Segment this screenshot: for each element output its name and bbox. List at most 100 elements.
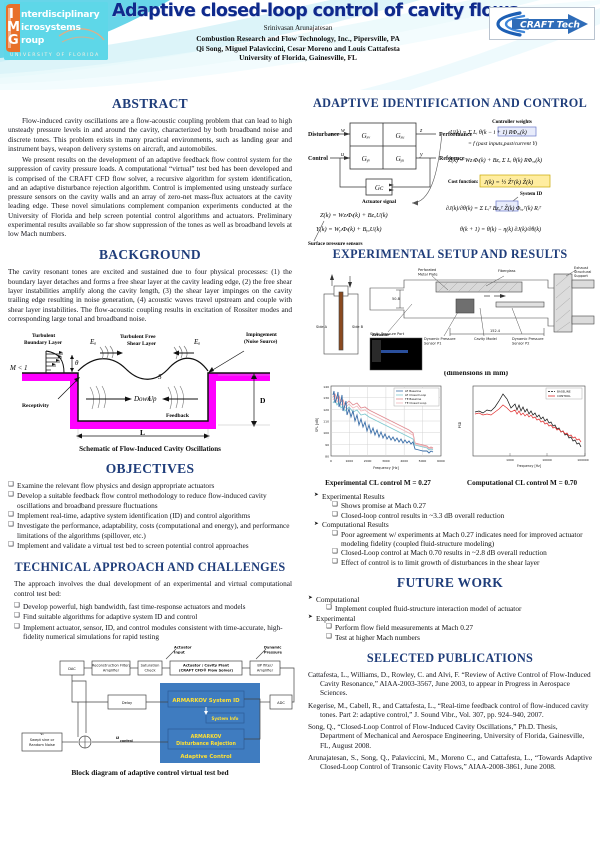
title-block: Adaptive closed-loop control of cavity f… — [112, 2, 519, 63]
experimental-heading: EXPERIMENTAL SETUP AND RESULTS — [332, 247, 568, 261]
objective-item: Implement real-time, adaptive system ide… — [8, 511, 292, 520]
exp-label-p2-1: Dynamic Pressure — [512, 337, 544, 341]
future-item: Implement coupled fluid-structure intera… — [326, 604, 592, 613]
technical-list: Develop powerful, high bandwidth, fast t… — [14, 602, 292, 641]
ctrl-label-performance: Performance — [439, 132, 473, 138]
plot2-xtick-100000: 100000 — [577, 458, 589, 462]
block-label-source-2: Random Noise — [29, 743, 56, 747]
cavity-label-mach: M < 1 — [9, 364, 28, 372]
block-diagram-graphic: DAC Reconstruction Filter/ Amplifier Sat… — [8, 645, 296, 768]
results-item: Poor agreement w/ experiments at Mach 0.… — [332, 530, 592, 549]
exp-label-perforated-2: Metal Plate — [418, 273, 438, 277]
plot2-xtick-10000: 10000 — [542, 458, 552, 462]
plot1-legend-0: LE Baseline — [405, 389, 421, 393]
cavity-figure-caption: Schematic of Flow-Induced Cavity Oscilla… — [79, 445, 221, 454]
future-list: Computational Implement coupled fluid-st… — [308, 595, 592, 642]
cavity-label-up: Up — [148, 395, 157, 403]
author-line-2: Combustion Research and Flow Technology,… — [196, 33, 400, 43]
ctrl-label-disturbance: Disturbance — [308, 132, 340, 138]
results-list: Experimental Results Shows promise at Ma… — [314, 492, 592, 567]
craft-tech-logo: CRAFT Tech — [489, 7, 595, 40]
future-group: Computational Implement coupled fluid-st… — [308, 595, 592, 614]
poster-columns: ABSTRACT Flow-induced cavity oscillation… — [0, 90, 600, 848]
block-label-plant-2: (CRAFT CFD® Flow Solver) — [179, 669, 233, 673]
block-label-adaptive: Adaptive Control — [180, 754, 231, 760]
plot1-xtick-2000: 2000 — [363, 459, 371, 463]
results-sublist: Poor agreement w/ experiments at Mach 0.… — [322, 530, 592, 567]
results-group: Computational Results Poor agreement w/ … — [314, 520, 592, 567]
author-line-4: University of Florida, Gainesville, FL — [239, 53, 357, 63]
ctrl-label-gyw: Gᵧᵥ — [362, 155, 371, 163]
exp-label-p2-2: Sensor P2 — [512, 342, 529, 346]
results-group-label: Experimental Results — [322, 491, 385, 501]
future-sublist: Perform flow field measurements at Mach … — [316, 623, 592, 642]
plot2-legend-0: BASELINE — [557, 389, 571, 393]
plot1-legend-1: LE Closed Loop — [405, 393, 426, 397]
results-group: Experimental Results Shows promise at Ma… — [314, 492, 592, 520]
plot-experimental-caption: Experimental CL control M = 0.27 — [325, 478, 431, 487]
technical-item: Develop powerful, high bandwidth, fast t… — [14, 602, 292, 611]
results-item: Shows promise at Mach 0.27 — [332, 501, 592, 510]
eq-systemid-label: System ID — [520, 192, 542, 197]
uf-logo-subtitle: UNIVERSITY OF FLORIDA — [10, 53, 100, 58]
objectives-heading: OBJECTIVES — [105, 461, 195, 477]
uf-img-logo: I M G nterdisciplinary icrosystems roup … — [4, 2, 108, 60]
eq-u: U(k) = Σ Lᵢ θ(k − i + 1) RΦᵤᵧ(k) — [450, 129, 527, 136]
block-label-recon-2: Amplifier — [103, 669, 120, 673]
block-label-delay: Delay — [122, 701, 133, 705]
cavity-label-shear-1: Turbulent Free — [120, 334, 156, 340]
plot2-legend-1: CONTROL — [557, 394, 571, 398]
ctrl-label-control: Control — [308, 156, 328, 162]
technical-item: Find suitable algorithms for adaptive sy… — [14, 612, 292, 621]
ctrl-label-gzw: Gₓᵥ — [361, 132, 370, 140]
exp-label-side-a: Side A — [316, 325, 328, 329]
objectives-list: Examine the relevant flow physics and de… — [8, 481, 292, 550]
uf-logo-initial-i: I — [9, 7, 14, 22]
cavity-label-eb: Eₐ — [193, 338, 200, 346]
exp-label-p1-2: Sensor P1 — [424, 342, 441, 346]
block-label-dist-1: ARMARKOV — [191, 734, 222, 740]
publication-item: Arunajatesan, S., Song, Q., Palaviccini,… — [308, 752, 592, 772]
uf-logo-initial-g: G — [8, 33, 19, 48]
exp-label-actuator: Actuator — [372, 333, 389, 337]
plot1-ytick-120: 120 — [323, 408, 329, 412]
exp-label-p1-1: Dynamic Pressure — [424, 337, 456, 341]
exp-label-cavity-model: Cavity Model — [474, 337, 497, 341]
right-column: ADAPTIVE IDENTIFICATION AND CONTROL — [300, 90, 600, 775]
plot1-ytick-100: 100 — [323, 431, 329, 435]
cavity-label-bl-2: Boundary Layer — [24, 340, 63, 346]
uf-logo-line3: roup — [21, 35, 45, 46]
plot1-ytick-90: 90 — [325, 443, 329, 447]
technical-heading: TECHNICAL APPROACH AND CHALLENGES — [14, 560, 286, 575]
eq-cost: J(k) = ½ Ẑᵀ(k) Ẑ(k) — [484, 178, 533, 186]
plot1-xlabel: Frequency [Hz] — [373, 466, 399, 470]
cavity-label-receptivity: Receptivity — [22, 403, 49, 409]
adaptive-heading: ADAPTIVE IDENTIFICATION AND CONTROL — [312, 96, 588, 110]
block-annot-actuator-2: Input — [174, 651, 185, 655]
publications-list: Cattafesta, L., Williams, D., Rowley, C.… — [308, 670, 592, 772]
cavity-schematic-figure: M < 1 Turbulent Boundary Layer θ Eₐ Eₐ T… — [8, 325, 292, 444]
plot-experimental-graphic: LE Baseline LE Closed Loop TE Baseline T… — [308, 380, 448, 473]
block-annot-dynpress-1: Dynamic — [264, 646, 281, 650]
block-label-ucontrol: u — [116, 736, 119, 741]
results-item: Closed-Loop control at Mach 0.70 results… — [332, 548, 592, 557]
setup-caption-line2: (dimensions in mm) — [443, 368, 509, 378]
plot1-xtick-1000: 1000 — [345, 459, 353, 463]
abstract-paragraph-2: We present results on the development of… — [8, 155, 292, 239]
exp-label-static-port: Static Pressure Port — [370, 332, 405, 336]
exp-label-fiberglass: Fiberglass — [498, 269, 516, 273]
exp-dim-1: 50.8 — [392, 297, 400, 301]
block-label-source-1: Swept sine or — [30, 738, 55, 742]
adaptive-control-figure: Disturbance Control Performance Referenc… — [308, 115, 592, 247]
objective-item: Develop a suitable feedback flow control… — [8, 491, 292, 510]
block-annot-actuator-1: Actuator — [174, 646, 192, 650]
cavity-label-depth: D — [260, 396, 266, 405]
cavity-label-theta: θ — [75, 359, 79, 367]
cavity-label-ea: Eₐ — [89, 338, 96, 346]
cavity-label-length: L — [140, 428, 145, 437]
ctrl-label-w: w — [341, 128, 345, 134]
future-item: Test at higher Mach numbers — [326, 633, 592, 642]
block-label-sysinfo: System Info — [212, 716, 239, 721]
plot1-ylabel: SPL [dB] — [315, 417, 319, 432]
